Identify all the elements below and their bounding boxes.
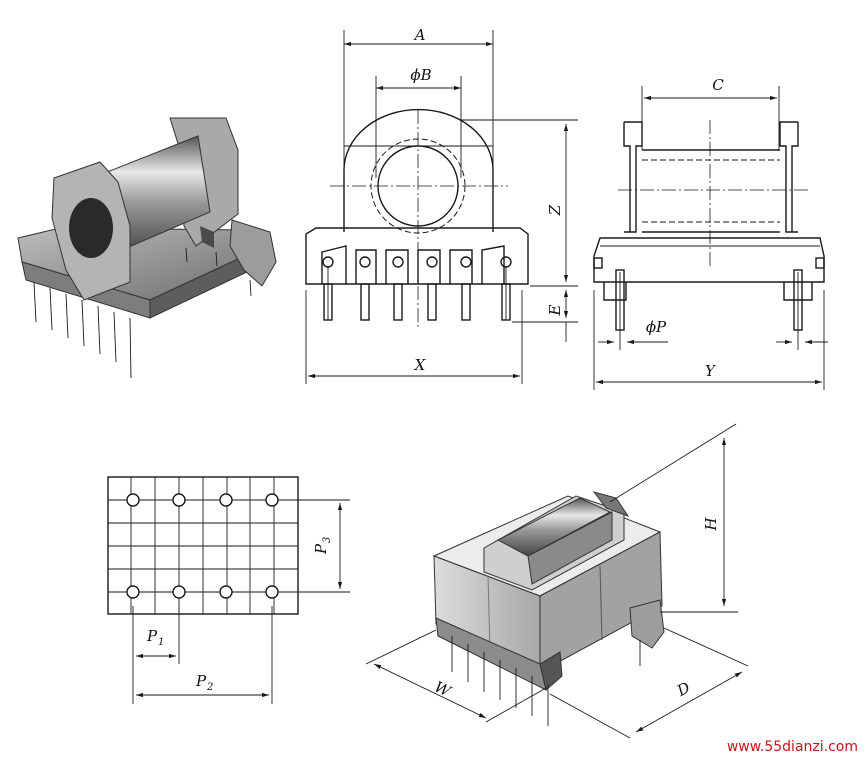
watermark-text: www.55dianzi.com [727, 739, 858, 755]
front-view: A ϕB [305, 26, 578, 384]
dim-P1-label: P 1 [146, 627, 164, 648]
dim-D-label: D [673, 678, 693, 700]
dim-P2-label: P 2 [195, 672, 213, 693]
svg-text:2: 2 [206, 682, 213, 693]
pcb-footprint: P 3 P 1 P 2 [107, 476, 350, 704]
dim-A-label: A [413, 26, 426, 44]
svg-text:P: P [312, 543, 330, 555]
dim-phiB-label: ϕB [410, 66, 431, 84]
dim-W-label: W [432, 678, 455, 702]
dim-Y-label: Y [705, 362, 717, 380]
svg-text:P: P [195, 672, 207, 690]
dim-phiP-label: ϕP [646, 318, 667, 336]
svg-text:1: 1 [158, 637, 164, 648]
dim-X-label: X [414, 356, 427, 374]
svg-text:P: P [146, 627, 158, 645]
dim-Z-label: Z [546, 204, 564, 216]
svg-text:3: 3 [322, 537, 333, 543]
side-view: C ϕP Y [593, 76, 828, 390]
bobbin-photo [17, 117, 277, 379]
dim-C-label: C [712, 76, 724, 94]
transformer-photo: H W D [365, 423, 749, 739]
dim-E-label: E [546, 304, 564, 316]
dim-H-label: H [702, 517, 720, 532]
dim-P3-label: P 3 [312, 537, 333, 555]
